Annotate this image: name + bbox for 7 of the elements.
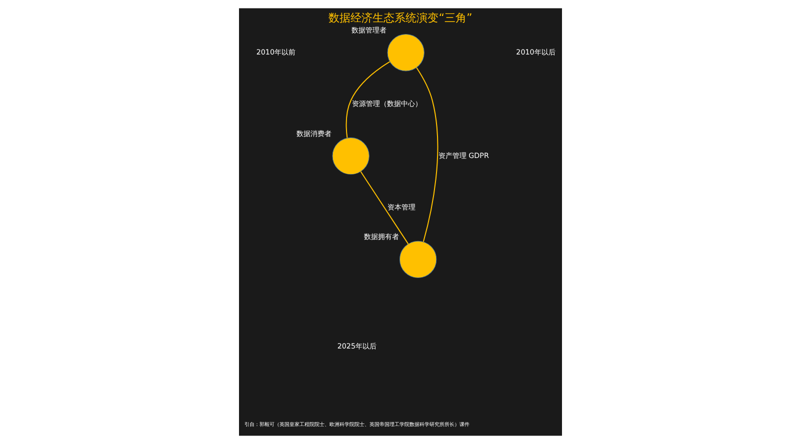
node-circle xyxy=(398,240,436,278)
node-circle xyxy=(332,137,369,175)
diagram-title: 数据经济生态系统演变“三角” xyxy=(328,11,472,24)
connector xyxy=(360,171,408,244)
connector xyxy=(416,67,438,242)
connector xyxy=(345,61,390,138)
node-circle xyxy=(386,34,424,72)
